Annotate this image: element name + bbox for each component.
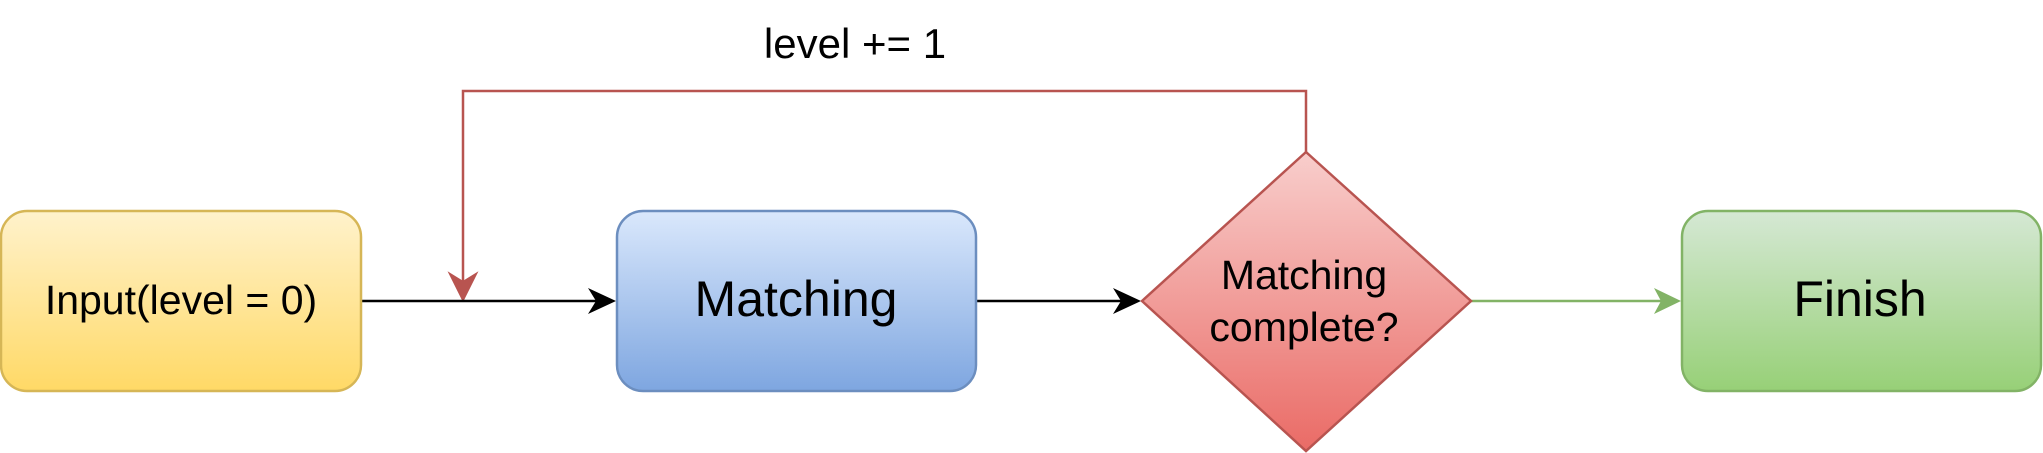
node-matching-label: Matching	[695, 271, 898, 327]
node-finish: Finish	[1680, 209, 2043, 393]
loop-back-edge	[447, 89, 1308, 303]
arrowhead-icon	[1654, 288, 1681, 314]
node-finish-label: Finish	[1793, 271, 1926, 327]
edge-matching-to-decision	[977, 288, 1141, 314]
node-matching: Matching	[615, 209, 978, 393]
arrowhead-icon	[1113, 288, 1141, 314]
node-input: Input(level = 0)	[0, 209, 363, 393]
arrowhead-icon	[588, 288, 616, 314]
edge-decision-to-finish	[1471, 288, 1681, 314]
node-input-label: Input(level = 0)	[45, 277, 317, 323]
node-decision-label-line2: complete?	[1209, 304, 1398, 350]
loop-label: level += 1	[764, 20, 946, 67]
loop-arrowhead-icon	[447, 271, 479, 303]
node-decision-label-line1: Matching	[1221, 252, 1387, 298]
node-decision: Matching complete?	[1140, 150, 1473, 453]
edge-input-to-matching	[362, 288, 616, 314]
